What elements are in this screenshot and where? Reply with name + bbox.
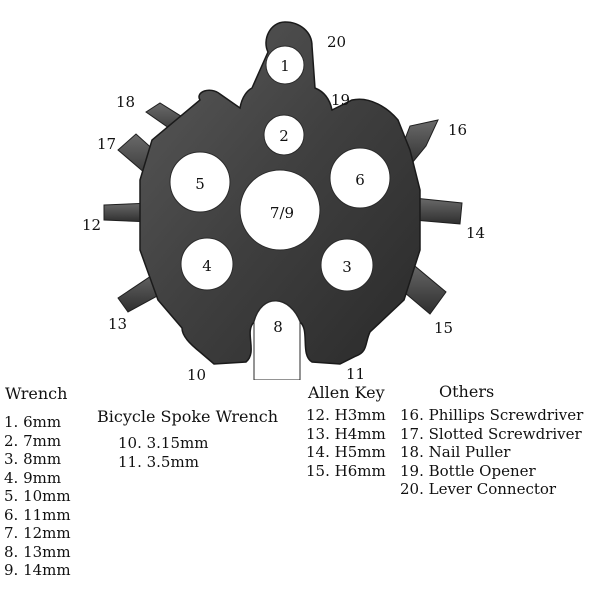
legend-item: 19. Bottle Opener: [400, 461, 536, 480]
legend-item: 20. Lever Connector: [400, 480, 557, 498]
legend-others-heading: Others: [439, 382, 495, 401]
callout-10: 10: [187, 366, 207, 384]
hole-label-3: 3: [342, 258, 352, 276]
legend-item: 15. H6mm: [306, 461, 386, 480]
hole-label-8: 8: [273, 318, 283, 336]
hole-label-2: 2: [279, 127, 289, 145]
callout-19: 19: [331, 91, 351, 109]
hole-label-6: 6: [355, 171, 365, 189]
callout-15: 15: [434, 319, 454, 337]
multitool-illustration: 1 2 3 4 5 6 7/9 8: [103, 21, 463, 380]
callout-11: 11: [346, 365, 366, 383]
callout-16: 16: [448, 121, 468, 139]
legend-item: 10. 3.15mm: [118, 434, 209, 452]
callout-12: 12: [82, 216, 102, 234]
legend-spoke-list: 10. 3.15mm 11. 3.5mm: [118, 434, 208, 471]
legend-wrench-heading: Wrench: [5, 384, 68, 403]
legend-item: 4. 9mm: [4, 468, 62, 487]
legend-item: 18. Nail Puller: [400, 443, 511, 461]
legend-allen-heading: Allen Key: [308, 383, 385, 402]
legend-item: 13. H4mm: [306, 424, 386, 443]
hole-label-1: 1: [280, 57, 290, 75]
legend-item: 12. H3mm: [306, 406, 386, 424]
callout-14: 14: [466, 224, 486, 242]
wrench-hole-4: [180, 237, 234, 291]
legend-item: 1. 6mm: [4, 413, 62, 431]
hole-label-7-9: 7/9: [270, 204, 294, 222]
legend-wrench-list: 1. 6mm 2. 7mm 3. 8mm 4. 9mm 5. 10mm 6. 1…: [4, 413, 71, 580]
legend-item: 3. 8mm: [4, 450, 62, 468]
legend-item: 9. 14mm: [4, 561, 71, 579]
callout-17: 17: [97, 135, 117, 153]
wrench-hole-7-9: [239, 169, 321, 251]
allen-h5-right: [413, 197, 463, 225]
legend-item: 8. 13mm: [4, 542, 71, 561]
wrench-notch-8: [253, 300, 301, 380]
legend-item: 6. 11mm: [4, 505, 71, 524]
legend-item: 11. 3.5mm: [118, 452, 199, 471]
wrench-hole-3: [320, 238, 374, 292]
callout-18: 18: [116, 93, 136, 111]
hole-label-5: 5: [195, 175, 205, 193]
legend-item: 5. 10mm: [4, 487, 71, 505]
wrench-hole-6: [329, 147, 391, 209]
legend-item: 7. 12mm: [4, 524, 71, 542]
callout-20: 20: [327, 33, 347, 51]
wrench-hole-5: [169, 151, 231, 213]
legend-item: 14. H5mm: [306, 443, 386, 461]
legend-others-list: 16. Phillips Screwdriver 17. Slotted Scr…: [400, 406, 583, 499]
wrench-hole-2: [263, 114, 305, 156]
wrench-hole-1: [265, 45, 305, 85]
legend-item: 17. Slotted Screwdriver: [400, 424, 582, 443]
legend-item: 16. Phillips Screwdriver: [400, 406, 584, 424]
hole-label-4: 4: [202, 257, 212, 275]
legend-spoke-heading: Bicycle Spoke Wrench: [97, 407, 279, 426]
legend-item: 2. 7mm: [4, 431, 62, 450]
callout-13: 13: [108, 315, 128, 333]
legend-allen-list: 12. H3mm 13. H4mm 14. H5mm 15. H6mm: [306, 406, 386, 480]
